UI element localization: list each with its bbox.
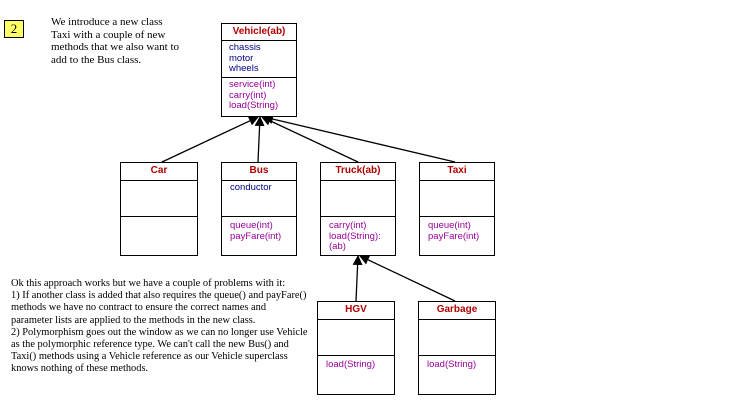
method: service(int) bbox=[229, 79, 276, 90]
class-methods: queue(int) payFare(int) bbox=[222, 217, 296, 242]
attribute: motor bbox=[229, 52, 254, 64]
taxi-to-vehicle-arrow bbox=[263, 114, 456, 163]
attribute: chassis bbox=[229, 42, 261, 53]
class-attributes: conductor bbox=[222, 181, 296, 217]
slide-number-badge: 2 bbox=[4, 20, 24, 38]
class-attributes bbox=[419, 320, 495, 356]
garbage-to-truck-arrow bbox=[359, 255, 456, 302]
class-methods bbox=[121, 217, 197, 219]
class-box-taxi: Taxi queue(int) payFare(int) bbox=[419, 162, 495, 256]
class-attributes bbox=[121, 181, 197, 217]
class-box-car: Car bbox=[120, 162, 198, 256]
class-attributes: chassis motor wheels bbox=[222, 41, 296, 78]
explanation-paragraph: 2) Polymorphism goes out the window as w… bbox=[11, 326, 308, 375]
explanation-paragraph: Ok this approach works but we have a cou… bbox=[11, 278, 286, 289]
explanation-paragraph: 1) If another class is added that also r… bbox=[11, 290, 307, 326]
class-attributes bbox=[321, 181, 395, 217]
method: load(String) bbox=[229, 100, 279, 111]
explanation-text: Ok this approach works but we have a cou… bbox=[11, 278, 309, 376]
method: payFare(int) bbox=[428, 230, 480, 242]
class-methods: load(String) bbox=[318, 356, 394, 371]
class-attributes bbox=[420, 181, 494, 217]
bus-to-vehicle-arrow bbox=[254, 116, 265, 163]
attribute: conductor bbox=[230, 182, 272, 193]
class-name: Truck(ab) bbox=[321, 163, 395, 181]
class-name: Car bbox=[121, 163, 197, 181]
method: payFare(int) bbox=[230, 230, 282, 242]
hgv-to-truck-arrow bbox=[352, 255, 363, 302]
method: carry(int) bbox=[229, 89, 267, 101]
class-name: Vehicle(ab) bbox=[222, 24, 296, 41]
method: (ab) bbox=[329, 241, 346, 252]
class-name: Garbage bbox=[419, 302, 495, 320]
class-box-bus: Bus conductor queue(int) payFare(int) bbox=[221, 162, 297, 256]
class-box-vehicle: Vehicle(ab) chassis motor wheels service… bbox=[221, 23, 297, 117]
car-to-vehicle-arrow bbox=[161, 116, 259, 163]
intro-text: We introduce a new class Taxi with a cou… bbox=[51, 16, 180, 66]
class-methods: service(int) carry(int) load(String) bbox=[222, 78, 296, 112]
class-name: Bus bbox=[222, 163, 296, 181]
method: queue(int) bbox=[230, 220, 273, 231]
method: queue(int) bbox=[428, 220, 471, 231]
class-box-truck: Truck(ab) carry(int) load(String): (ab) bbox=[320, 162, 396, 256]
class-methods: queue(int) payFare(int) bbox=[420, 217, 494, 242]
truck-to-vehicle-arrow bbox=[261, 116, 359, 163]
method: load(String): bbox=[329, 230, 381, 242]
method: load(String) bbox=[326, 359, 376, 370]
attribute: wheels bbox=[229, 63, 259, 74]
class-name: Taxi bbox=[420, 163, 494, 181]
method: carry(int) bbox=[329, 220, 367, 231]
class-name: HGV bbox=[318, 302, 394, 320]
class-box-hgv: HGV load(String) bbox=[317, 301, 395, 395]
class-box-garbage: Garbage load(String) bbox=[418, 301, 496, 395]
class-attributes bbox=[318, 320, 394, 356]
method: load(String) bbox=[427, 359, 477, 370]
class-methods: carry(int) load(String): (ab) bbox=[321, 217, 395, 253]
class-methods: load(String) bbox=[419, 356, 495, 371]
